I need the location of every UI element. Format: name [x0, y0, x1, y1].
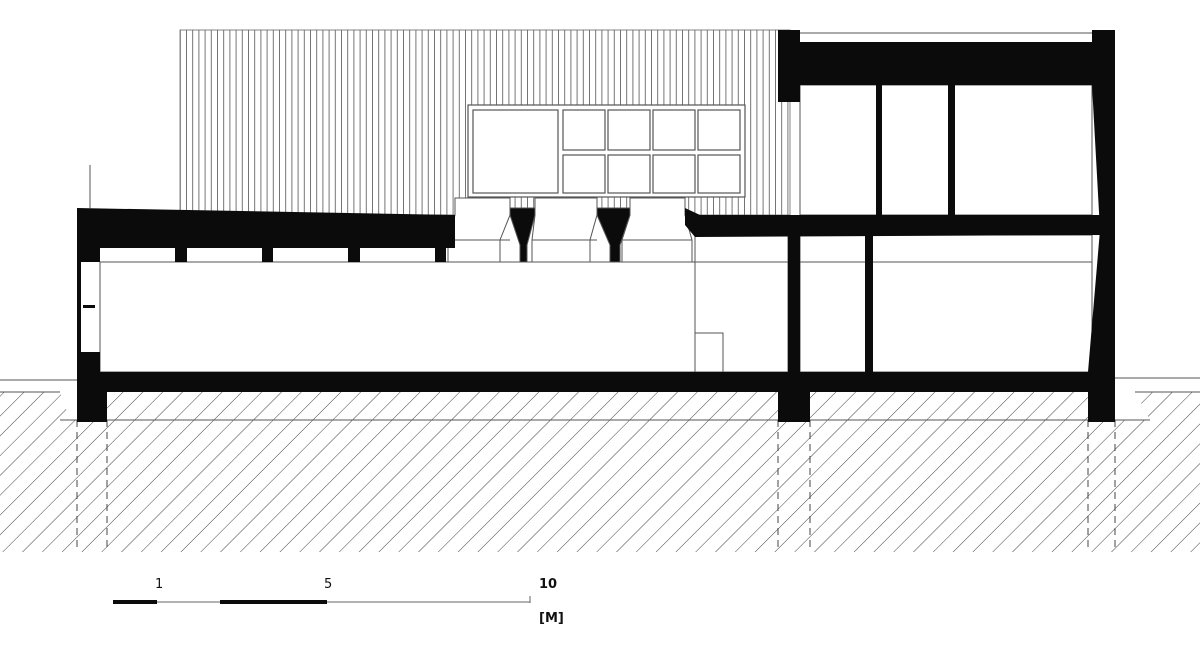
- scale-bar: [113, 596, 531, 604]
- interior-rooms: [99, 84, 1093, 373]
- scale-label-1: 1: [155, 577, 164, 592]
- scale-label-5: 5: [324, 577, 333, 592]
- structure: [77, 30, 1115, 422]
- skylight-funnels: [447, 197, 693, 263]
- facade-window: [467, 104, 746, 198]
- ground-hatch: [0, 377, 1200, 552]
- scale-unit: [M]: [539, 611, 564, 626]
- scale-label-10: 10: [539, 577, 558, 592]
- foundation-dashed-lines: [76, 420, 1116, 552]
